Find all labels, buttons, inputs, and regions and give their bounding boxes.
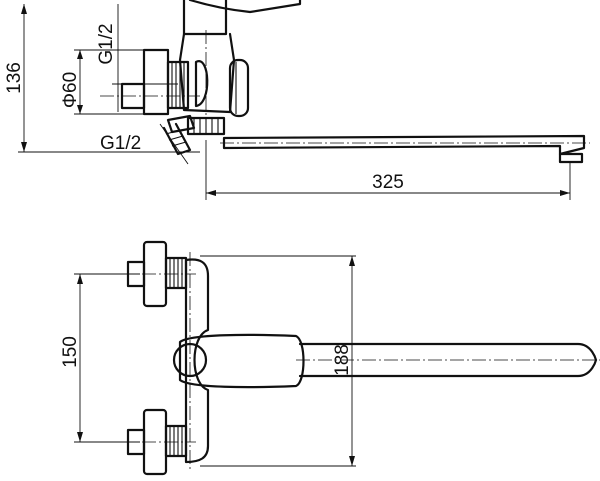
inlet-spacing-label: 150 [60, 336, 81, 368]
inlet-connector-top [120, 240, 196, 308]
inlet-connector-bottom [120, 408, 196, 476]
dimension-diameter: Φ60 [60, 49, 148, 115]
faucet-body-top [172, 252, 210, 470]
dimension-spout-length: 325 [205, 140, 571, 200]
height-label: 136 [4, 62, 25, 94]
dimension-thread-bottom: G1/2 [100, 123, 189, 165]
spout-length-label: 325 [372, 172, 404, 193]
thread-top-label: G1/2 [96, 23, 117, 64]
dimension-inlet-spacing: 150 [60, 273, 140, 443]
thread-bottom-label: G1/2 [100, 133, 141, 154]
dimension-body-width: 188 [200, 255, 356, 467]
diameter-label: Φ60 [60, 72, 81, 108]
spout-side [220, 134, 590, 164]
side-view: 136 Φ60 G1/2 [4, 0, 590, 200]
faucet-body-side [178, 0, 302, 136]
top-view: 150 [60, 240, 600, 476]
body-width-label: 188 [332, 344, 353, 376]
spout-top [296, 342, 600, 378]
angled-connector [162, 114, 196, 156]
lever-handle-top [178, 333, 305, 389]
